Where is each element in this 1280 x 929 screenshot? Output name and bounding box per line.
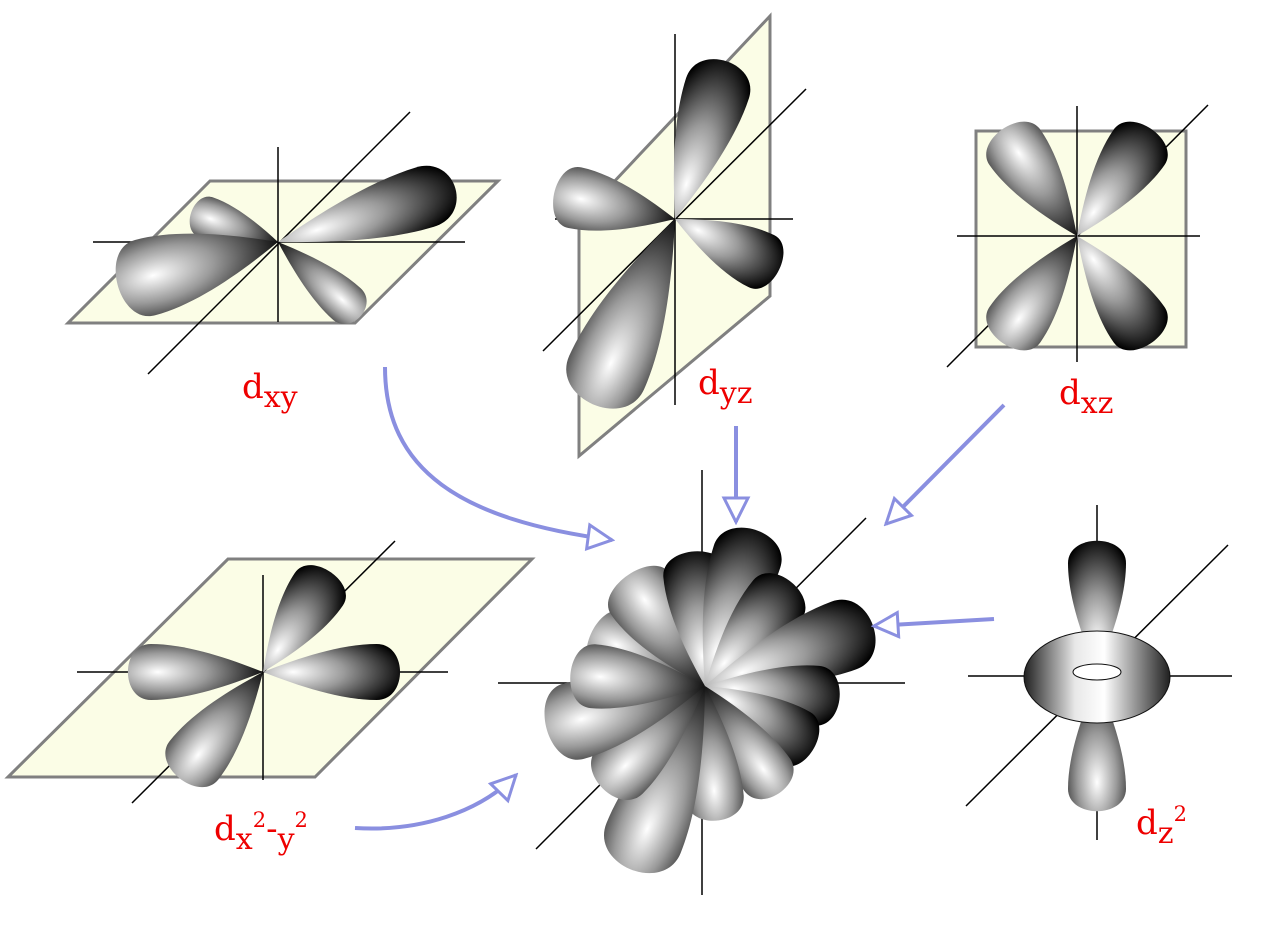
dxy-lobes (115, 165, 457, 325)
dyz-lobe-left (553, 167, 675, 231)
dxy-lobe-right (278, 165, 457, 243)
dxz-lobe-bottom-left (986, 236, 1077, 351)
dx2y2-plane (4, 557, 536, 779)
dx2y2-lobes (127, 565, 401, 788)
label-dyz: dyz (698, 363, 753, 411)
dx2y2-lobe-back (263, 565, 346, 672)
dz2-torus (1023, 630, 1171, 724)
arrow-dx2y2-to-combined (354, 775, 516, 831)
combined-lobes (544, 527, 876, 874)
dyz-orbital (542, 12, 807, 460)
dz2-lobes (1068, 540, 1126, 812)
combined-lobe (705, 599, 876, 687)
arrows (354, 366, 1006, 831)
dyz-lobes (553, 59, 784, 409)
dxz-orbital (946, 104, 1209, 368)
label-dxz: dxz (1059, 373, 1114, 421)
dxz-lobe-top-left (986, 121, 1077, 236)
dz2-lobe-bottom (1068, 680, 1126, 812)
dyz-lobe-top (673, 59, 751, 219)
label-dxy: dxy (242, 367, 298, 415)
dx2y2-lobe-left (127, 644, 263, 700)
dyz-lobe-right (675, 219, 784, 289)
combined-lobe (570, 644, 705, 709)
dxy-lobe-front-right (278, 242, 367, 325)
dxy-lobe-left (115, 233, 278, 317)
combined-orbitals (498, 470, 905, 895)
dxz-lobe-top-right (1077, 121, 1168, 236)
label-dz2: dz2 (1136, 802, 1187, 851)
dxy-orbital (64, 111, 502, 375)
dx2y2-orbital (4, 540, 536, 804)
dx2y2-lobe-front (165, 672, 263, 788)
combined-lobe (591, 686, 705, 800)
dyz-lobe-bottom (566, 219, 675, 409)
dxz-lobe-bottom-right (1077, 236, 1168, 351)
dx2y2-lobe-right (263, 644, 401, 700)
combined-lobe (705, 686, 794, 800)
combined-lobe (705, 573, 806, 686)
dxy-lobe-back-left (189, 196, 278, 244)
dz2-orbital (965, 505, 1232, 840)
arrow-dz2-to-combined (874, 619, 995, 626)
dxz-lobes (986, 121, 1168, 351)
arrow-dxz-to-combined (886, 403, 1006, 524)
arrow-dxy-to-combined (383, 366, 612, 540)
label-dx2y2: dx2-y2 (214, 808, 308, 857)
dz2-lobe-top (1068, 540, 1126, 672)
